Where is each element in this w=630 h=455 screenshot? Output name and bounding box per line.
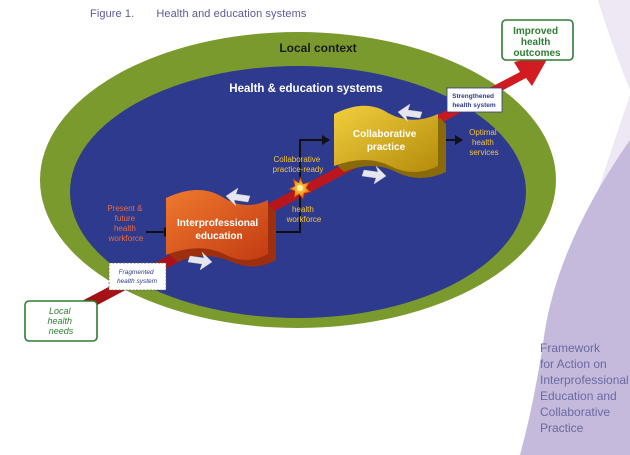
sidebar-line: for Action on [540,357,607,371]
figure-caption: Health and education systems [156,8,307,20]
cp-line-1: Collaborative [353,129,417,140]
cycle-arrows [187,103,423,271]
improved-outcomes-box [501,19,574,61]
cp-line-2: practice [367,142,406,153]
interprofessional-education-label: Interprofessional education [177,218,261,242]
local-context-label: Local context [279,41,356,55]
sidebar-line: Collaborative [540,405,611,419]
health-education-systems-label: Health & education systems [229,83,382,95]
fragmented-system-box [108,262,167,291]
interprofessional-education-shape [166,190,276,267]
collaborative-practice-label: Collaborative practice [353,129,419,153]
health-workforce-label: health workforce [286,205,322,224]
ipe-line-2: education [195,231,242,242]
local-health-needs-box [24,300,98,342]
collaborative-ready-label: Collaborative practice-ready [273,155,324,174]
fragmented-system-label: Fragmented health system [117,269,158,285]
sidebar-line: Interprofessional [540,373,629,387]
figure-number: Figure 1. [90,8,135,20]
framework-sidebar-text: Framework for Action on Interprofessiona… [540,340,630,436]
strengthened-system-label: Strengthened health system [452,93,496,109]
sidebar-line: Practice [540,421,584,435]
sidebar-line: Education and [540,389,617,403]
strengthened-system-box [446,87,503,113]
ipe-line-1: Interprofessional [177,218,258,229]
lavender-swoosh [520,140,630,455]
optimal-health-services-label: Optimal health services [469,128,499,157]
figure-title: Figure 1. Health and education systems [90,8,306,20]
collaborative-practice-shape [334,105,446,178]
junction-starburst-icon [288,175,312,200]
present-future-workforce-label: Present & future health workforce [107,204,144,243]
sidebar-line: Framework [540,341,601,355]
local-health-needs-label: Local health needs [47,306,74,336]
improved-outcomes-label: Improved health outcomes [513,26,561,59]
